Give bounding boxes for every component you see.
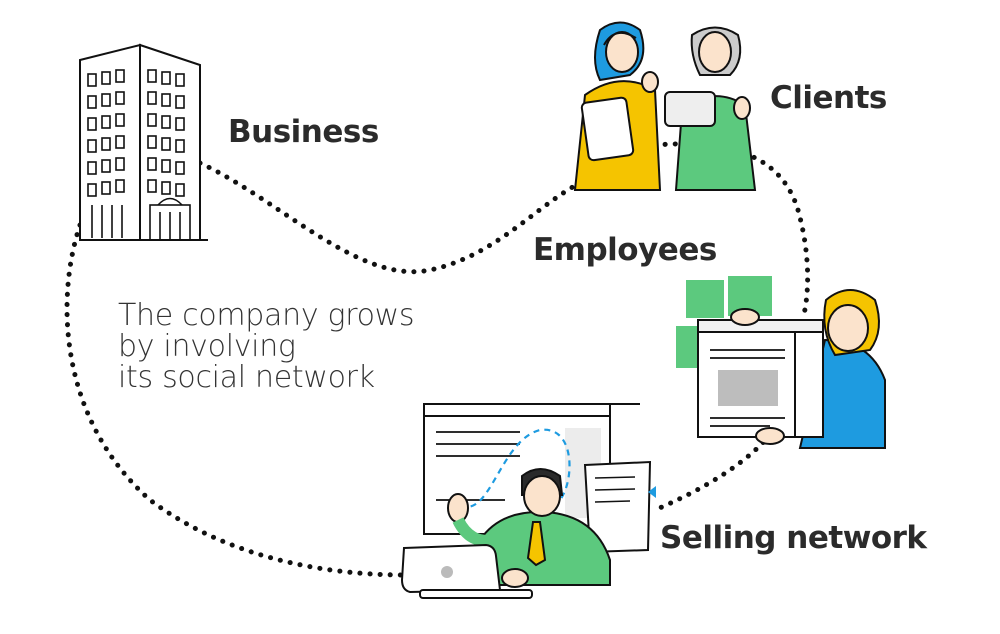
label-clients: Clients [770, 80, 887, 116]
clients-illustration [573, 21, 757, 191]
salesperson-illustration [400, 403, 656, 599]
label-employees: Employees [533, 232, 717, 268]
caption-line-2: by involving [118, 329, 296, 364]
label-business: Business [228, 114, 379, 150]
caption-line-3: its social network [118, 360, 375, 395]
label-selling-network: Selling network [660, 520, 927, 556]
employee-illustration [676, 276, 886, 449]
building-icon [79, 43, 208, 241]
caption-text: The company grows by involving its socia… [118, 298, 415, 395]
caption-line-1: The company grows [118, 298, 415, 333]
